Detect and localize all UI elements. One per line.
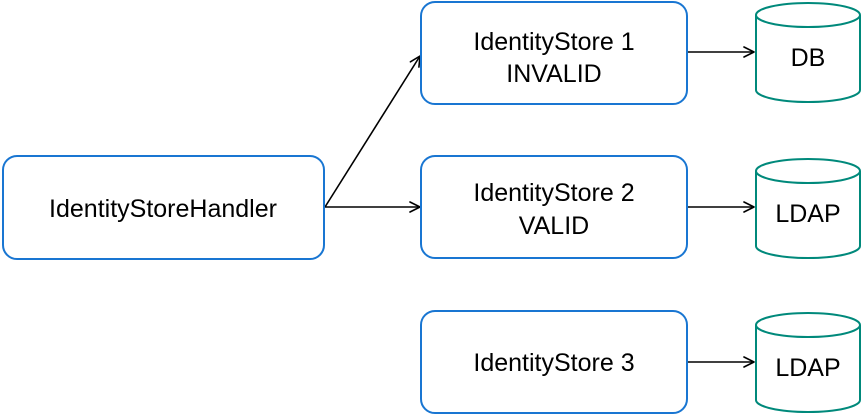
database-db-cylinder: DB [755,2,861,103]
database-icon [755,158,861,259]
identity-store-handler-node: IdentityStoreHandler [2,155,325,260]
edge-handler-to-store1 [324,55,421,208]
identity-store-2-status: VALID [519,212,589,240]
identity-store-handler-label: IdentityStoreHandler [49,195,277,223]
database-ldap-cylinder-2: LDAP [755,312,861,413]
identity-store-1-title: IdentityStore 1 [473,28,634,56]
identity-store-1-node: IdentityStore 1 INVALID [420,1,688,105]
identity-store-1-status: INVALID [506,60,601,88]
database-ldap-label-2: LDAP [775,354,840,382]
database-ldap-label-1: LDAP [775,200,840,228]
database-icon [755,312,861,413]
identity-store-3-title: IdentityStore 3 [473,349,634,377]
database-icon [755,2,861,103]
database-ldap-cylinder-1: LDAP [755,158,861,259]
identity-store-3-node: IdentityStore 3 [420,310,688,414]
database-db-label: DB [791,44,826,72]
identity-store-2-title: IdentityStore 2 [473,179,634,207]
identity-store-2-node: IdentityStore 2 VALID [420,155,688,259]
